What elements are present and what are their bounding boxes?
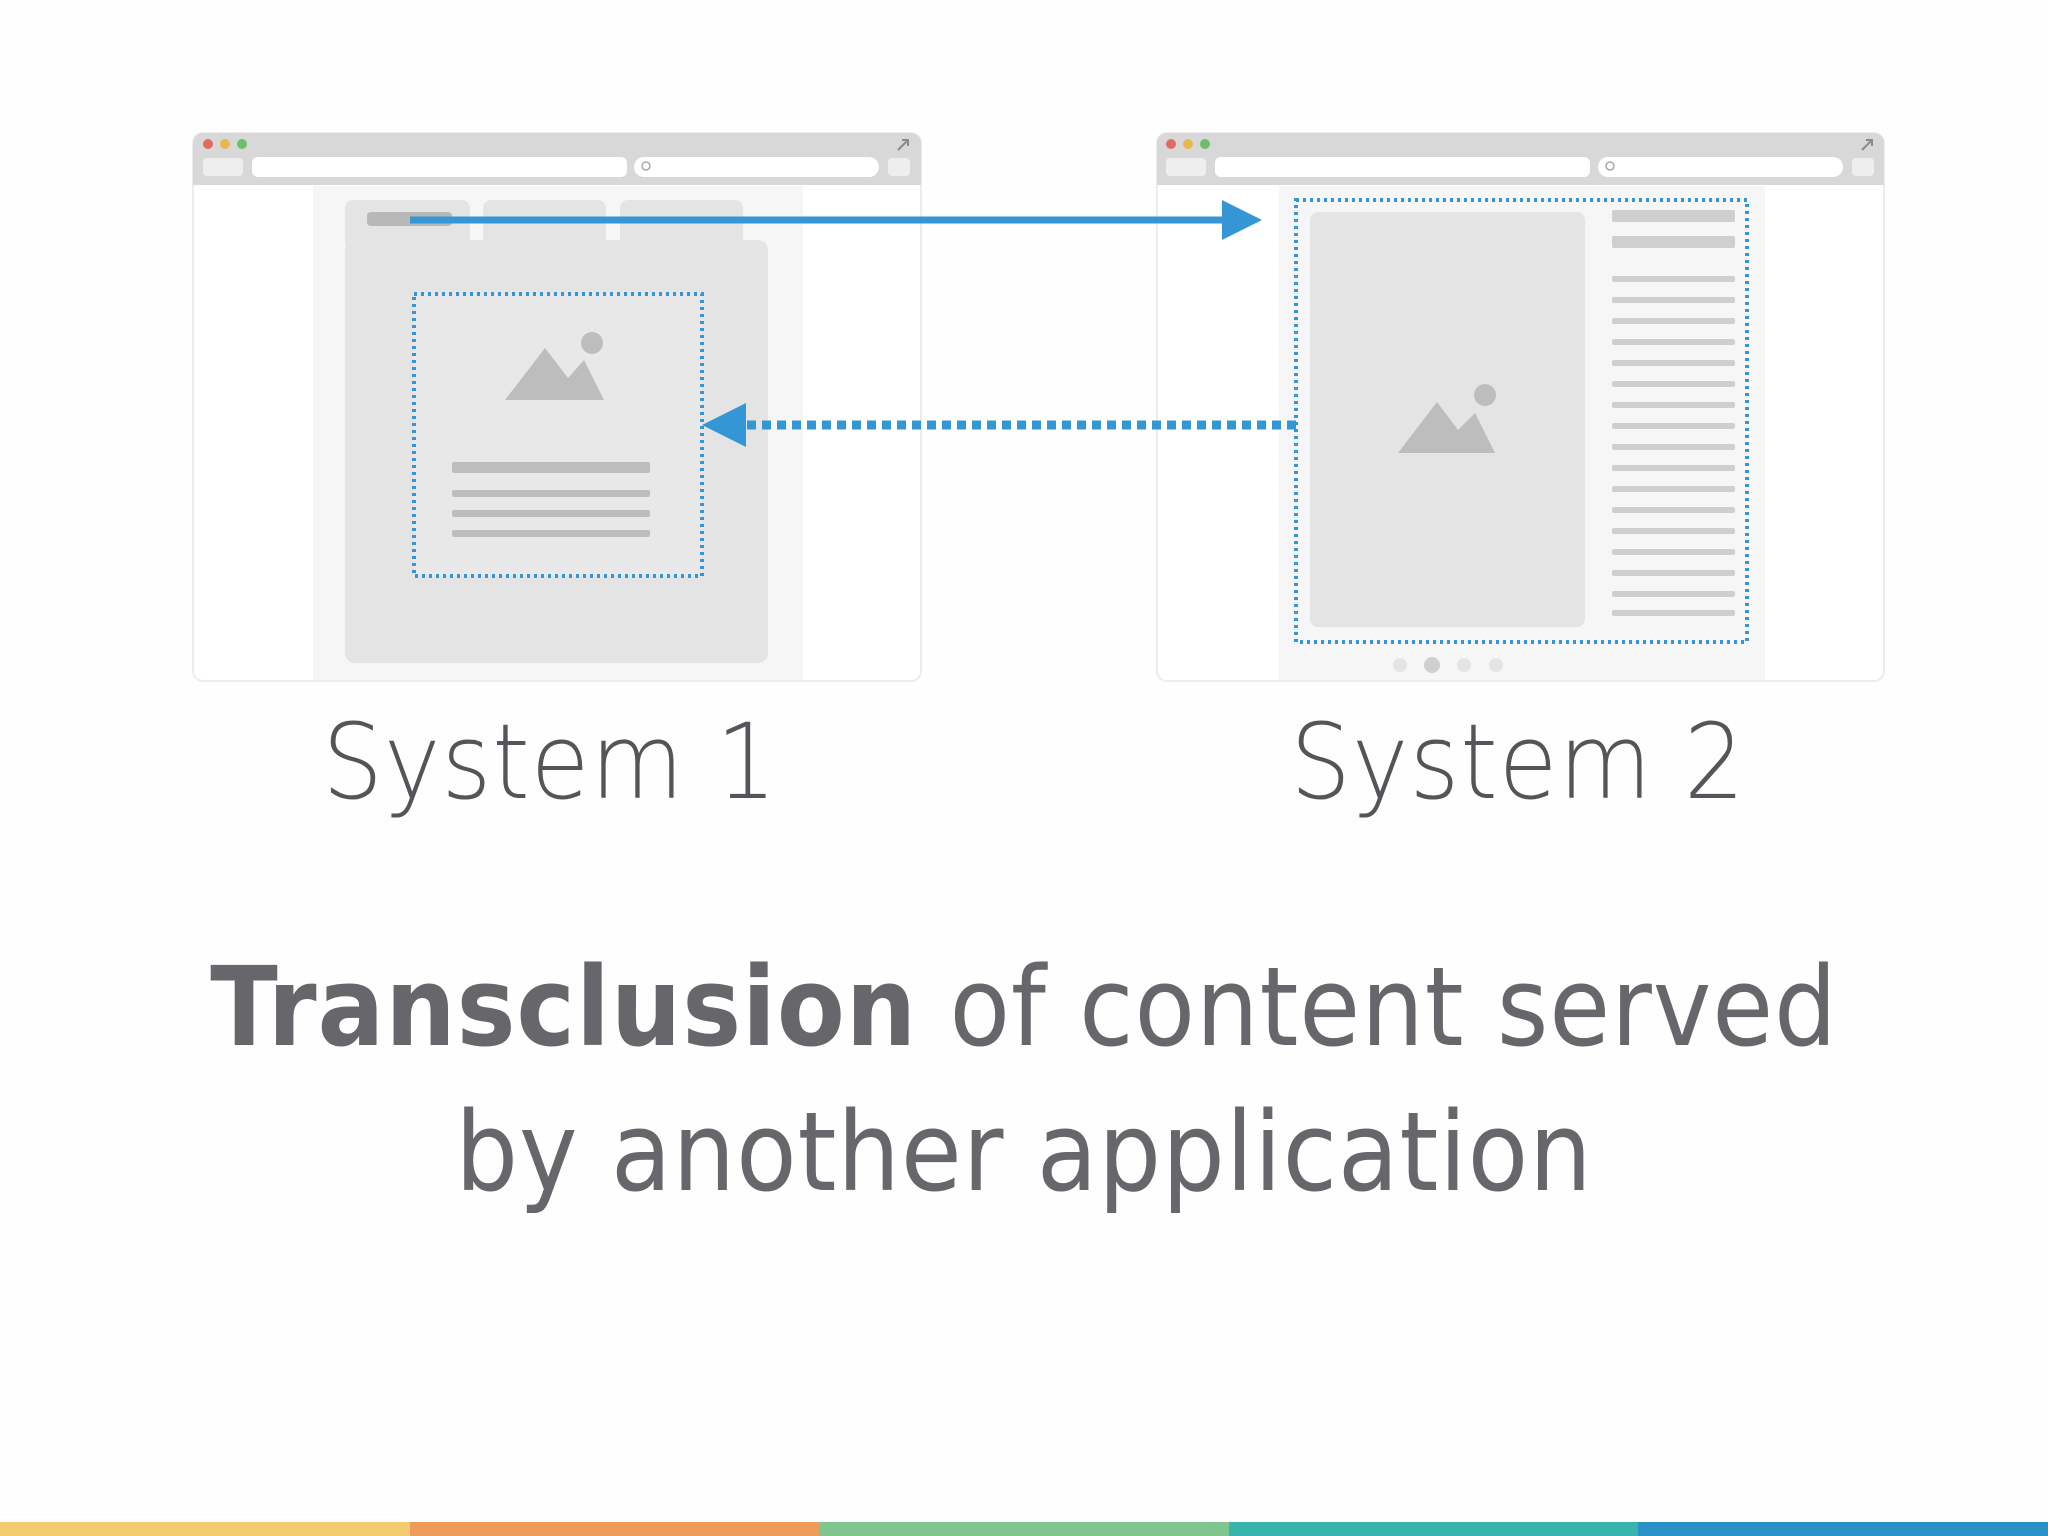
nav-buttons bbox=[1166, 158, 1206, 176]
system-1-label: System 1 bbox=[322, 701, 778, 823]
tab-2 bbox=[483, 200, 606, 250]
footer-segment-teal bbox=[1228, 1522, 1639, 1536]
caption: Transclusion of content served by anothe… bbox=[0, 935, 2048, 1225]
caption-rest: of content served bbox=[917, 943, 1838, 1071]
image-placeholder-icon bbox=[505, 332, 604, 400]
extension-button bbox=[888, 158, 910, 176]
close-dot bbox=[203, 139, 213, 149]
search-icon bbox=[641, 161, 651, 171]
tab-3 bbox=[620, 200, 743, 250]
transcluded-content-box bbox=[412, 292, 704, 578]
footer-segment-orange bbox=[409, 1522, 820, 1536]
extension-button bbox=[1852, 158, 1874, 176]
fullscreen-icon bbox=[897, 139, 909, 151]
footer-segment-yellow bbox=[0, 1522, 410, 1536]
transclusion-arrow bbox=[702, 403, 1296, 447]
served-content-box bbox=[1294, 198, 1749, 644]
image-placeholder-icon bbox=[1398, 384, 1496, 453]
request-arrow bbox=[410, 200, 1262, 240]
system-2-label: System 2 bbox=[1290, 701, 1746, 823]
close-dot bbox=[1166, 139, 1176, 149]
footer-color-bar bbox=[0, 1522, 2048, 1536]
minimize-dot bbox=[220, 139, 230, 149]
minimize-dot bbox=[1183, 139, 1193, 149]
maximize-dot bbox=[237, 139, 247, 149]
footer-segment-blue bbox=[1638, 1522, 2048, 1536]
nav-buttons bbox=[203, 158, 243, 176]
search-icon bbox=[1605, 161, 1615, 171]
address-bar bbox=[252, 157, 627, 177]
fullscreen-icon bbox=[1861, 139, 1873, 151]
caption-line-2: by another application bbox=[455, 1088, 1593, 1216]
browser-window-system-2 bbox=[1156, 132, 1885, 682]
search-bar bbox=[1598, 157, 1843, 177]
address-bar bbox=[1215, 157, 1590, 177]
maximize-dot bbox=[1200, 139, 1210, 149]
caption-bold-term: Transclusion bbox=[210, 943, 918, 1071]
pager-dots bbox=[1393, 657, 1503, 673]
text-lines bbox=[1612, 210, 1735, 616]
browser-window-system-1 bbox=[192, 132, 922, 682]
caption-line-1: Transclusion of content served bbox=[102, 935, 1945, 1080]
search-bar bbox=[634, 157, 879, 177]
footer-segment-green bbox=[819, 1522, 1229, 1536]
